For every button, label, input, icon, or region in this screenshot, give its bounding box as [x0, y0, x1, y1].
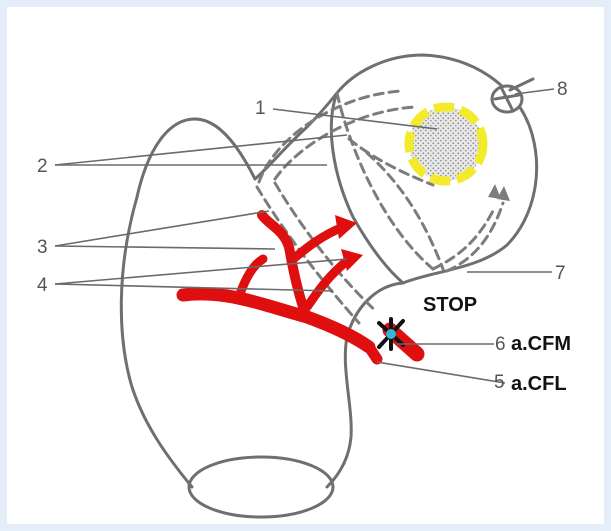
femur-head-vascular-diagram: 1 2 3 4 5 6 7 8 STOP a.CFM a.CFL — [7, 7, 604, 524]
label-7: 7 — [555, 263, 566, 284]
label-8: 8 — [557, 79, 568, 100]
artery-tree — [183, 215, 417, 359]
diagram-frame: 1 2 3 4 5 6 7 8 STOP a.CFM a.CFL — [7, 7, 604, 524]
label-4: 4 — [37, 275, 48, 296]
label-5: 5 — [494, 372, 505, 393]
artery-cfl-label: a.CFL — [511, 373, 567, 395]
femur-medial-border — [327, 283, 403, 487]
label-3: 3 — [37, 237, 48, 258]
label-6: 6 — [495, 334, 506, 355]
head-arrow-2 — [497, 186, 510, 201]
label-1: 1 — [255, 98, 266, 119]
artery-cfm-label: a.CFM — [511, 333, 571, 355]
label-2: 2 — [37, 156, 48, 177]
femur-shaft-section — [189, 457, 333, 517]
stop-label: STOP — [423, 294, 477, 316]
